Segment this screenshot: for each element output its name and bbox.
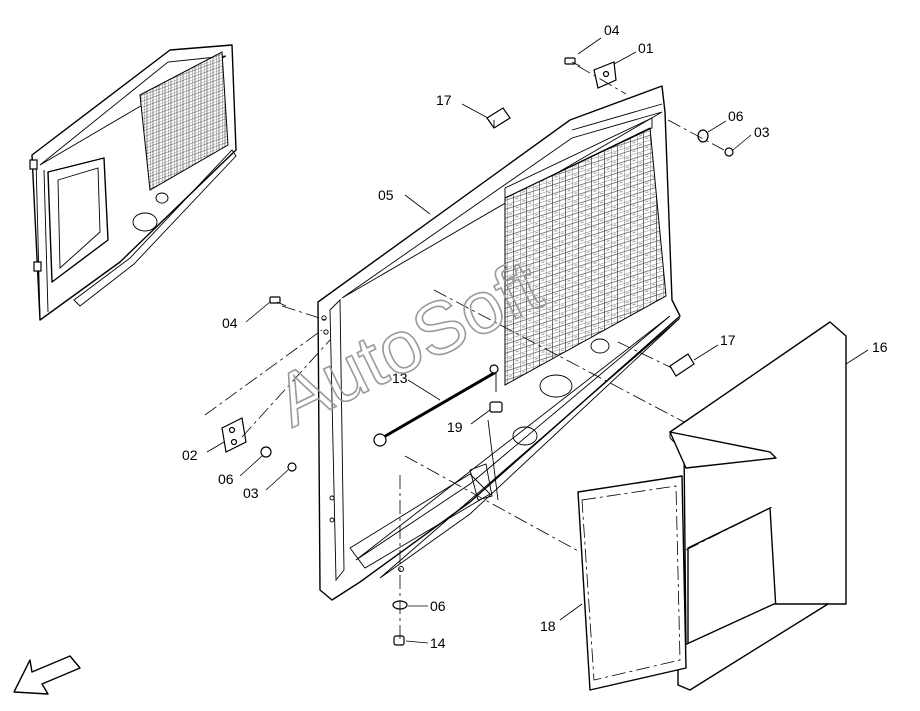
callout-labels: 04 01 17 06 03 05 04 17 16 13 19 02 06 0… (182, 22, 888, 651)
callout-01: 01 (638, 40, 654, 56)
bumper-part-17-top (486, 107, 511, 129)
callout-14: 14 (430, 635, 446, 651)
washer-left (260, 446, 272, 458)
callout-05: 05 (378, 187, 394, 203)
nut-left (287, 462, 297, 472)
bolt-left (269, 296, 287, 307)
leader-lines (206, 37, 869, 644)
callout-18: 18 (540, 618, 556, 634)
callout-02: 02 (182, 447, 198, 463)
callout-06-bottom: 06 (430, 598, 446, 614)
callout-17-mid: 17 (720, 332, 736, 348)
bolt-top (564, 57, 581, 67)
grommet-part-19 (489, 401, 503, 413)
side-panel-part-16 (669, 321, 847, 691)
callout-06-right: 06 (728, 108, 744, 124)
main-frame-part-05 (317, 85, 681, 601)
callout-16: 16 (872, 339, 888, 355)
nut-bottom (393, 635, 405, 646)
hinge-part-01 (593, 61, 617, 89)
callout-03-left: 03 (243, 485, 259, 501)
callout-19: 19 (447, 419, 463, 435)
rod-part-13 (373, 364, 499, 447)
callout-17-top: 17 (436, 92, 452, 108)
callout-13: 13 (392, 370, 408, 386)
hinge-part-02 (221, 417, 247, 453)
callout-04-left: 04 (222, 315, 238, 331)
nut-right (724, 147, 734, 157)
callout-04-top: 04 (604, 22, 620, 38)
callout-06-left: 06 (218, 471, 234, 487)
front-direction-arrow-icon (13, 655, 81, 695)
bumper-part-17-mid (669, 353, 695, 377)
reference-assembly-view (29, 44, 237, 321)
callout-03-right: 03 (754, 124, 770, 140)
insulation-panel-part-18 (577, 475, 687, 691)
alignment-lines (204, 65, 775, 640)
